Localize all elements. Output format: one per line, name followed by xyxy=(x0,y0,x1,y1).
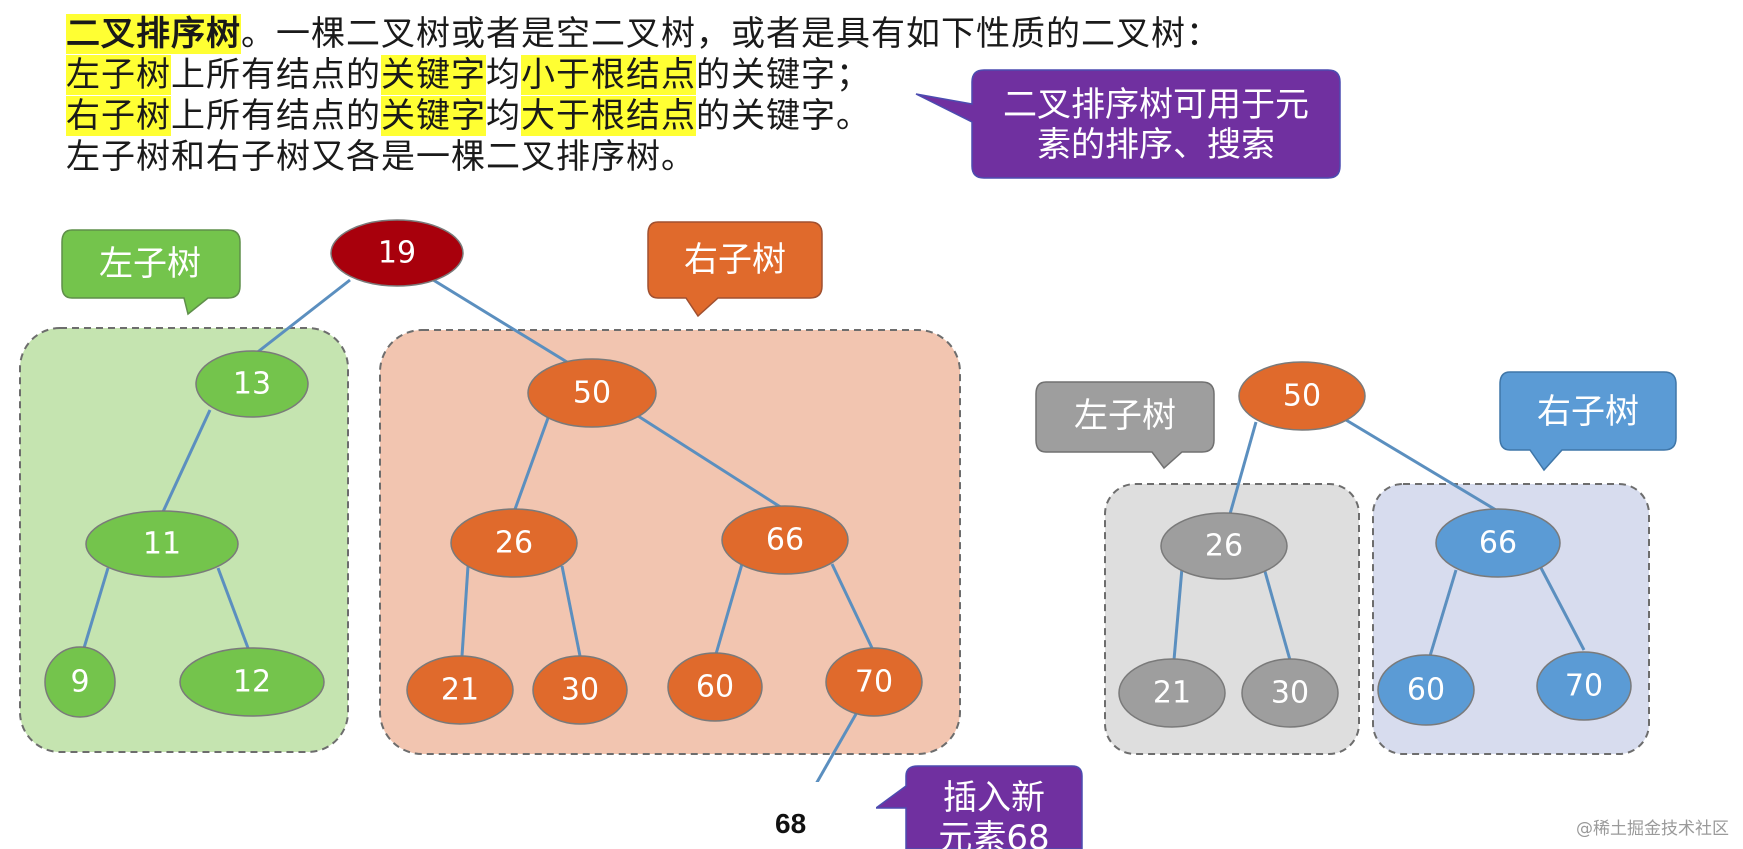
edge-sub-26-21 xyxy=(1172,567,1184,661)
term-greater-than-root: 大于根结点 xyxy=(521,96,696,136)
text-fragment: 的关键字； xyxy=(696,55,871,95)
node-50-label: 50 xyxy=(573,376,611,411)
definition-text: 二叉排序树。一棵二叉树或者是空二叉树，或者是具有如下性质的二叉树： 左子树上所有… xyxy=(66,14,1221,178)
node-50: 50 xyxy=(527,358,657,428)
node-21-label: 21 xyxy=(441,673,479,708)
edge-26-30 xyxy=(560,565,582,657)
edge-sub-66-60 xyxy=(1428,569,1458,657)
edge-sub-26-30 xyxy=(1262,567,1292,661)
term-right-subtree: 右子树 xyxy=(66,96,171,136)
node-9-label: 9 xyxy=(70,665,89,700)
sub-node-30-label: 30 xyxy=(1271,676,1309,711)
main-tree-edges xyxy=(82,276,874,799)
edge-sub-50-66 xyxy=(1345,418,1497,512)
edge-11-12 xyxy=(216,567,250,649)
node-26: 26 xyxy=(450,508,578,578)
left-subtree-callout-label: 左子树 xyxy=(99,244,201,284)
usage-callout-line-2: 素的排序、搜索 xyxy=(1037,125,1275,165)
term-bst: 二叉排序树 xyxy=(66,14,241,54)
node-9: 9 xyxy=(44,646,116,718)
right-subtree-callout: 右子树 xyxy=(647,221,823,318)
node-60-label: 60 xyxy=(696,670,734,705)
watermark: @稀土掘金技术社区 xyxy=(1576,819,1729,839)
definition-line-1: 二叉排序树。一棵二叉树或者是空二叉树，或者是具有如下性质的二叉树： xyxy=(66,14,1221,55)
sub-node-50-label: 50 xyxy=(1283,379,1321,414)
node-70: 70 xyxy=(825,647,923,717)
insert-callout-line-2: 元素68 xyxy=(938,818,1049,849)
text-fragment: 均 xyxy=(486,96,521,136)
new-node-background xyxy=(630,782,876,849)
node-30: 30 xyxy=(532,655,628,725)
edge-13-11 xyxy=(160,409,212,515)
edge-66-60 xyxy=(714,563,744,655)
definition-line-2: 左子树上所有结点的关键字均小于根结点的关键字； xyxy=(66,55,1221,96)
definition-line-4: 左子树和右子树又各是一棵二叉排序树。 xyxy=(66,137,696,177)
node-66-label: 66 xyxy=(766,523,804,558)
left-subtree-callout: 左子树 xyxy=(61,229,241,316)
right-subtree-callout-label: 右子树 xyxy=(684,240,786,280)
text-fragment: 上所有结点的 xyxy=(171,96,381,136)
term-left-subtree: 左子树 xyxy=(66,55,171,95)
node-13: 13 xyxy=(195,350,309,418)
node-11: 11 xyxy=(85,510,239,578)
sub-tree-edges xyxy=(1172,418,1586,661)
sub-node-26: 26 xyxy=(1160,512,1288,580)
usage-callout-line-1: 二叉排序树可用于元 xyxy=(1003,85,1309,125)
node-19-label: 19 xyxy=(378,236,416,271)
edge-50-26 xyxy=(512,417,550,513)
edge-66-70 xyxy=(830,563,874,649)
text-fragment: 上所有结点的 xyxy=(171,55,381,95)
edge-sub-66-70 xyxy=(1538,565,1586,651)
edge-19-13 xyxy=(249,278,351,360)
right-subtree-region xyxy=(379,329,961,755)
sub-node-30: 30 xyxy=(1241,658,1339,728)
node-21: 21 xyxy=(406,655,514,725)
text-fragment: 的关键字。 xyxy=(696,96,871,136)
sub-node-50: 50 xyxy=(1238,361,1366,431)
edge-11-9 xyxy=(82,567,110,649)
edge-sub-50-26 xyxy=(1228,421,1258,515)
node-70-label: 70 xyxy=(855,665,893,700)
node-13-label: 13 xyxy=(233,367,271,402)
node-66: 66 xyxy=(721,505,849,575)
term-key: 关键字 xyxy=(381,96,486,136)
sub-node-26-label: 26 xyxy=(1205,529,1243,564)
node-12-label: 12 xyxy=(233,665,271,700)
node-19: 19 xyxy=(330,219,464,287)
sub-node-60: 60 xyxy=(1377,654,1475,726)
text-fragment: 均 xyxy=(486,55,521,95)
edge-50-66 xyxy=(637,414,783,510)
left-subtree-callout-2: 左子树 xyxy=(1035,381,1215,470)
node-30-label: 30 xyxy=(561,673,599,708)
sub-node-21: 21 xyxy=(1118,658,1226,728)
node-60: 60 xyxy=(667,652,763,722)
node-26-label: 26 xyxy=(495,526,533,561)
term-key: 关键字 xyxy=(381,55,486,95)
sub-node-70-label: 70 xyxy=(1565,669,1603,704)
term-less-than-root: 小于根结点 xyxy=(521,55,696,95)
insert-callout-line-1: 插入新 xyxy=(943,778,1045,818)
left-subtree-callout-2-label: 左子树 xyxy=(1074,396,1176,436)
definition-line-3: 右子树上所有结点的关键字均大于根结点的关键字。 xyxy=(66,96,1221,137)
new-node-68: 68 xyxy=(775,808,807,839)
sub-node-66-label: 66 xyxy=(1479,526,1517,561)
insert-callout: 插入新 元素68 xyxy=(873,765,1083,849)
sub-node-66: 66 xyxy=(1435,508,1561,578)
definition-line-1-rest: 。一棵二叉树或者是空二叉树，或者是具有如下性质的二叉树： xyxy=(241,14,1221,54)
sub-node-70: 70 xyxy=(1536,651,1632,721)
sub-node-21-label: 21 xyxy=(1153,676,1191,711)
sub-node-60-label: 60 xyxy=(1407,673,1445,708)
edge-26-21 xyxy=(460,565,470,657)
usage-callout: 二叉排序树可用于元 素的排序、搜索 xyxy=(915,69,1341,179)
node-12: 12 xyxy=(179,647,325,717)
right-subtree-callout-2-label: 右子树 xyxy=(1537,392,1639,432)
edge-19-50 xyxy=(429,276,581,372)
node-11-label: 11 xyxy=(143,527,181,562)
right-subtree-callout-2: 右子树 xyxy=(1499,371,1677,472)
